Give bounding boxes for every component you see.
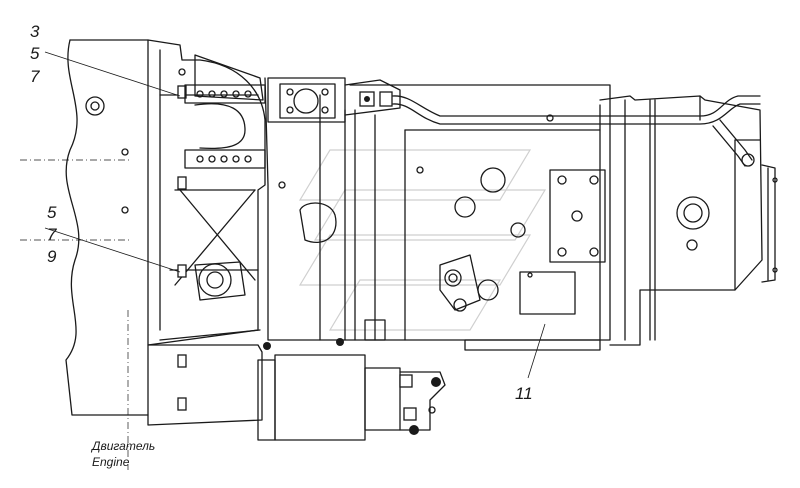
leader-lines <box>44 51 546 379</box>
callout-11: 11 <box>515 384 533 403</box>
air-pipe <box>392 95 761 167</box>
callout-group-middle: 5 7 9 <box>47 203 57 266</box>
callout-7-mid: 7 <box>47 225 57 244</box>
callout-7: 7 <box>30 67 40 86</box>
shift-housing <box>267 77 401 123</box>
callout-3: 3 <box>30 22 40 41</box>
callout-5: 5 <box>30 44 40 63</box>
gearbox-casing <box>264 77 611 351</box>
rear-housing <box>599 95 778 346</box>
engine-label-en: Engine <box>92 455 130 469</box>
clutch-actuator <box>147 338 446 441</box>
clutch-housing <box>147 39 266 346</box>
callout-5-mid: 5 <box>47 203 57 222</box>
watermark-logo <box>298 149 547 331</box>
engine-label-ru: Двигатель <box>90 439 155 453</box>
callout-9: 9 <box>47 247 57 266</box>
engine-label: Двигатель Engine <box>90 439 155 469</box>
callout-group-top: 3 5 7 <box>30 22 40 86</box>
engine-outline <box>20 39 149 470</box>
cover-plate <box>549 169 606 263</box>
release-bracket-top <box>184 84 266 169</box>
